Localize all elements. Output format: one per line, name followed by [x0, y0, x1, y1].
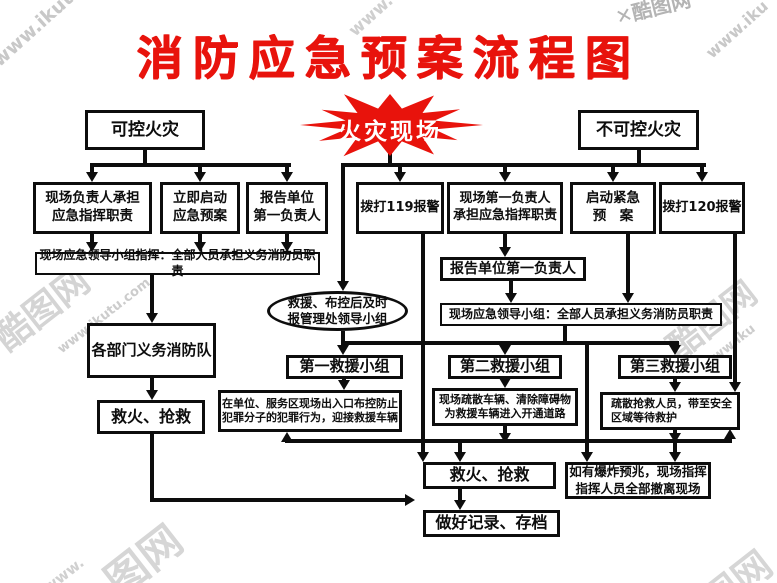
- connector-line: [341, 167, 345, 282]
- arrowhead-down: [337, 281, 349, 291]
- arrowhead-down: [146, 313, 158, 323]
- connector-line: [388, 150, 392, 167]
- arrowhead-down: [499, 378, 511, 388]
- node-start-plan: 立即启动 应急预案: [160, 182, 240, 234]
- arrowhead-down: [499, 433, 511, 443]
- connector-line: [150, 434, 154, 502]
- connector-line: [509, 281, 513, 295]
- node-site-first-leader-duty: 现场第一负责人 承担应急指挥职责: [447, 182, 563, 234]
- node-group2: 第二救援小组: [448, 355, 562, 379]
- connector-line: [150, 275, 154, 315]
- node-rescue-center: 救火、抢救: [423, 462, 556, 489]
- connector-line: [673, 341, 677, 347]
- arrowhead-down: [337, 345, 349, 355]
- arrowhead-down: [146, 390, 158, 400]
- node-explosion-warning: 如有爆炸预兆，现场指挥 指挥人员全部撤离现场: [565, 462, 711, 499]
- connector-line: [285, 167, 289, 173]
- connector-line: [143, 150, 147, 165]
- connector-line: [700, 167, 704, 173]
- watermark-brand-bottom-right: 图网: [688, 535, 777, 583]
- arrowhead-up: [281, 432, 293, 442]
- arrowhead-down: [194, 242, 206, 252]
- watermark-brand-bottom-left: 图网: [95, 515, 192, 583]
- node-left-leading-group: 现场应急领导小组指挥：全部人员承担义务消防员职责: [35, 248, 320, 278]
- node-group3-task: 疏散抢救人员，带至安全 区域等待救护: [600, 392, 740, 430]
- node-call-120: 拨打120报警: [659, 182, 745, 234]
- connector-line: [150, 378, 154, 392]
- connector-line: [341, 341, 679, 345]
- arrowhead-down: [338, 380, 350, 390]
- node-call-119: 拨打119报警: [356, 182, 444, 234]
- connector-line: [637, 150, 641, 167]
- node-uncontrollable-fire: 不可控火灾: [578, 110, 699, 150]
- connector-line: [563, 326, 567, 345]
- node-group1: 第一救援小组: [286, 355, 403, 379]
- arrowhead-down: [669, 382, 681, 392]
- connector-line: [341, 331, 345, 347]
- arrowhead-down: [454, 500, 466, 510]
- arrowhead-right: [405, 494, 415, 506]
- node-dept-fire-brigade: 各部门义务消防队: [87, 323, 216, 378]
- node-group3: 第三救援小组: [618, 355, 732, 379]
- fire-scene-starburst: [300, 94, 483, 157]
- page-title: 消防应急预案流程图: [136, 31, 641, 85]
- arrowhead-down: [281, 172, 293, 182]
- node-right-leading-group: 现场应急领导小组：全部人员承担义务消防员职责: [440, 303, 722, 326]
- arrowhead-down: [499, 247, 511, 257]
- node-controllable-fire: 可控火灾: [85, 110, 205, 150]
- node-group1-task: 在单位、服务区现场出入口布控防止 犯罪分子的犯罪行为，迎接救援车辆: [218, 390, 402, 432]
- watermark-www-bottom: www.: [40, 553, 88, 583]
- fire-scene-label: 火灾现场: [338, 119, 442, 145]
- connector-line: [90, 234, 94, 244]
- node-notify-office-ellipse: 救援、布控后及时 报管理处领导小组: [267, 291, 408, 331]
- node-rescue-left: 救火、抢救: [97, 400, 205, 434]
- arrowhead-down: [622, 293, 634, 303]
- connector-line: [503, 234, 507, 249]
- node-group2-task: 现场疏散车辆、清除障碍物 为救援车辆进入开通道路: [432, 388, 578, 426]
- connector-line: [611, 167, 615, 173]
- arrowhead-down: [499, 345, 511, 355]
- arrowhead-down: [696, 172, 708, 182]
- connector-line: [503, 426, 507, 435]
- arrowhead-down: [729, 382, 741, 392]
- node-start-emergency-plan: 启动紧急 预 案: [570, 182, 656, 234]
- connector-line: [503, 167, 507, 173]
- node-report-unit-leader: 报告单位第一负责人: [440, 257, 586, 281]
- connector-line: [673, 379, 677, 384]
- arrowhead-down: [194, 172, 206, 182]
- arrowhead-down: [669, 452, 681, 462]
- arrowhead-down: [505, 293, 517, 303]
- connector-line: [458, 489, 462, 502]
- connector-line: [503, 341, 507, 347]
- node-site-manager-duty: 现场负责人承担 应急指挥职责: [33, 182, 152, 234]
- connector-line: [398, 167, 402, 173]
- node-record-archive: 做好记录、存档: [423, 510, 560, 537]
- arrowhead-down: [669, 433, 681, 443]
- node-report-first-leader: 报告单位 第一负责人: [246, 182, 328, 234]
- connector-line: [341, 163, 706, 167]
- arrowhead-down: [417, 452, 429, 462]
- connector-line: [285, 234, 289, 244]
- connector-line: [585, 341, 589, 454]
- arrowhead-down: [581, 452, 593, 462]
- arrowhead-down: [86, 172, 98, 182]
- connector-line: [90, 167, 94, 173]
- connector-line: [733, 234, 737, 384]
- arrowhead-down: [86, 242, 98, 252]
- arrowhead-up: [724, 429, 736, 439]
- arrowhead-down: [454, 452, 466, 462]
- connector-line: [458, 441, 462, 453]
- connector-line: [150, 498, 407, 502]
- connector-line: [626, 234, 630, 295]
- connector-line: [198, 167, 202, 173]
- arrowhead-down: [281, 242, 293, 252]
- arrowhead-down: [669, 345, 681, 355]
- arrowhead-down: [394, 172, 406, 182]
- connector-line: [285, 439, 732, 443]
- arrowhead-down: [499, 172, 511, 182]
- arrowhead-down: [607, 172, 619, 182]
- connector-line: [198, 234, 202, 244]
- connector-line: [90, 163, 291, 167]
